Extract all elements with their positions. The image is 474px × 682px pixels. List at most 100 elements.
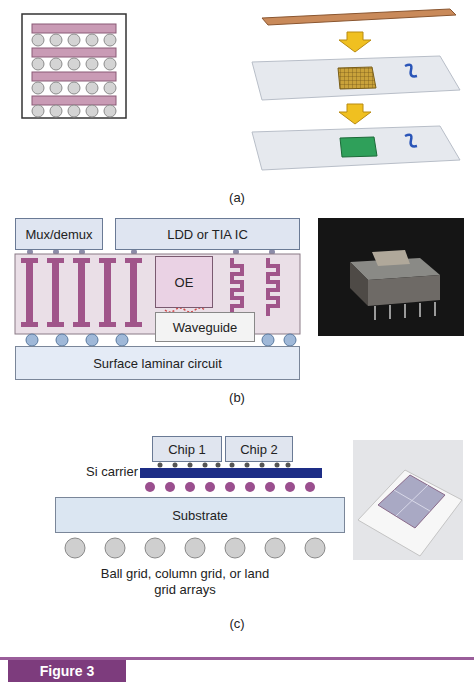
solder-ball — [265, 538, 285, 558]
component-box: Waveguide — [155, 312, 255, 342]
c4-bump — [185, 482, 195, 492]
via — [26, 262, 33, 324]
green-chip — [340, 137, 377, 157]
box-label: Substrate — [172, 508, 228, 523]
solder-ball — [68, 105, 80, 117]
stacked-via — [268, 258, 278, 316]
wiring-bar — [32, 72, 116, 81]
annotation-text: (c) — [207, 616, 267, 632]
photo-substrate — [358, 470, 462, 556]
via — [78, 262, 85, 324]
gold-chip-site — [338, 67, 376, 89]
solder-ball — [32, 58, 44, 70]
component-box: OE — [155, 256, 213, 308]
down-arrow — [339, 104, 371, 124]
solder-ball — [86, 82, 98, 94]
via-pad — [99, 322, 116, 327]
photo-carrier — [378, 475, 445, 528]
solder-ball — [50, 34, 62, 46]
solder-ball — [225, 538, 245, 558]
micro-bump — [216, 463, 221, 468]
component-box: Mux/demux — [15, 218, 103, 250]
via-pad — [73, 322, 90, 327]
solder-ball — [105, 538, 125, 558]
solder-ball — [104, 105, 116, 117]
annotation-text: Ball grid, column grid, or land grid arr… — [95, 566, 275, 598]
package-outline — [22, 14, 126, 118]
figure-tab — [8, 660, 126, 682]
solder-ball — [86, 105, 98, 117]
footer-rule — [0, 657, 474, 660]
solder-ball — [305, 538, 325, 558]
c4-bump — [265, 482, 275, 492]
c4-bump — [245, 482, 255, 492]
solder-ball — [86, 334, 98, 346]
via-pad — [47, 322, 64, 327]
via — [104, 262, 111, 324]
module-front — [368, 275, 440, 306]
micro-bump — [230, 463, 235, 468]
micro-bump — [173, 463, 178, 468]
micro-bump — [286, 463, 291, 468]
component-box: Substrate — [55, 497, 345, 533]
box-label: OE — [175, 275, 194, 290]
c4-bump — [225, 482, 235, 492]
photo-chip-gap — [394, 485, 430, 516]
si-carrier-bar — [140, 468, 322, 478]
via — [130, 262, 137, 324]
solder-ball — [65, 538, 85, 558]
solder-ball — [68, 82, 80, 94]
micro-bump — [260, 463, 265, 468]
box-label: Chip 1 — [168, 442, 206, 457]
module-side — [350, 262, 368, 306]
box-label: LDD or TIA IC — [167, 227, 248, 242]
solder-ball — [68, 34, 80, 46]
c4-bump — [305, 482, 315, 492]
box-label: Chip 2 — [240, 442, 278, 457]
solder-ball — [86, 34, 98, 46]
c4-bump — [285, 482, 295, 492]
component-box: LDD or TIA IC — [115, 218, 300, 250]
copper-strip — [262, 9, 456, 25]
wiring-bar — [32, 24, 116, 33]
solder-ball — [262, 334, 274, 346]
figure-caption: Figure 3 — [8, 660, 126, 682]
board-mark — [405, 135, 417, 147]
micro-bump — [245, 463, 250, 468]
solder-ball — [104, 34, 116, 46]
box-label: Mux/demux — [25, 227, 92, 242]
box-label: Surface laminar circuit — [93, 356, 222, 371]
solder-ball — [185, 538, 205, 558]
board — [252, 126, 460, 170]
module-chip — [372, 250, 410, 266]
module-pins — [375, 302, 435, 320]
via-pad — [125, 322, 142, 327]
solder-ball — [104, 58, 116, 70]
board-mark — [405, 65, 417, 77]
solder-ball — [26, 334, 38, 346]
solder-ball — [32, 105, 44, 117]
wiring-bar — [32, 48, 116, 57]
box-label: Waveguide — [173, 320, 238, 335]
c4-bump — [205, 482, 215, 492]
micro-bump — [188, 463, 193, 468]
micro-bump — [203, 463, 208, 468]
solder-ball — [50, 82, 62, 94]
solder-ball — [68, 58, 80, 70]
c4-bump — [145, 482, 155, 492]
solder-ball — [50, 105, 62, 117]
component-box: Surface laminar circuit — [15, 346, 300, 380]
stacked-via — [232, 258, 242, 316]
micro-bump — [158, 463, 163, 468]
micro-bump — [275, 463, 280, 468]
solder-ball — [104, 82, 116, 94]
module-photo — [318, 218, 464, 336]
solder-ball — [32, 34, 44, 46]
via — [52, 262, 59, 324]
component-box: Chip 2 — [225, 436, 293, 462]
solder-ball — [116, 334, 128, 346]
solder-ball — [284, 334, 296, 346]
solder-ball — [145, 538, 165, 558]
annotation-text: Si carrier — [76, 464, 138, 480]
